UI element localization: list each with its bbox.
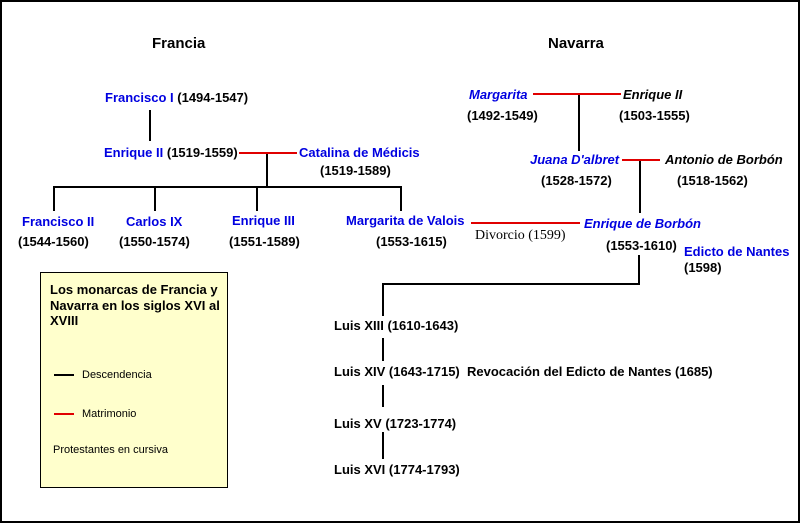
- person-name-catalina-de-medicis: Catalina de Médicis: [299, 145, 420, 160]
- person-dates-catalina-de-medicis: (1519-1589): [320, 163, 391, 178]
- person-dates-carlos-ix: (1550-1574): [119, 234, 190, 249]
- legend-marriage-label: Matrimonio: [82, 408, 137, 420]
- person-dates: (1494-1547): [177, 90, 249, 105]
- person-dates-francisco-ii: (1544-1560): [18, 234, 89, 249]
- person-name: Luis XIII: [334, 318, 384, 333]
- region-title-navarra: Navarra: [548, 35, 604, 52]
- legend-descent-line-sample: [54, 374, 74, 376]
- person-luis-xvi: Luis XVI (1774-1793): [334, 462, 460, 478]
- marriage-line-valois-borbon: [471, 222, 580, 224]
- descent-line-francisco-i-to-enrique-ii: [149, 110, 151, 141]
- descent-drop-carlos-ix: [154, 186, 156, 211]
- descent-line-to-juana-dalbret: [578, 95, 580, 151]
- legend-box: [40, 272, 228, 488]
- marriage-line-enrique-ii-catalina: [239, 152, 297, 154]
- person-name-juana-dalbret: Juana D'albret: [530, 152, 620, 167]
- person-francisco-i: Francisco I (1494-1547): [105, 90, 249, 106]
- person-name-margarita-navarra: Margarita: [469, 87, 528, 102]
- descent-line-marriage-to-children: [266, 154, 268, 187]
- person-name-carlos-ix: Carlos IX: [126, 214, 183, 229]
- person-luis-xiii: Luis XIII (1610-1643): [334, 318, 459, 334]
- descent-line-luis-xiii-to-xiv: [382, 338, 384, 361]
- legend-title: Los monarcas de Francia y Navarra en los…: [50, 282, 220, 329]
- person-dates-enrique-ii-navarra: (1503-1555): [619, 108, 690, 123]
- annotation-divorcio: Divorcio (1599): [475, 228, 566, 243]
- person-dates-antonio-de-borbon: (1518-1562): [677, 173, 748, 188]
- person-name: Luis XVI: [334, 462, 386, 477]
- person-dates-margarita-navarra: (1492-1549): [467, 108, 538, 123]
- descent-drop-margarita-de-valois: [400, 186, 402, 211]
- region-title-francia: Francia: [152, 35, 206, 52]
- annotation-edicto-de-nantes: Edicto de Nantes: [684, 244, 790, 259]
- person-name-antonio-de-borbon: Antonio de Borbón: [665, 152, 783, 167]
- person-name-francisco-ii: Francisco II: [22, 214, 95, 229]
- descent-line-siblings: [53, 186, 402, 188]
- descent-drop-enrique-iii: [256, 186, 258, 211]
- descent-elbow-to-luis-xiii: [382, 283, 640, 285]
- marriage-line-margarita-enrique-ii: [533, 93, 621, 95]
- descent-drop-luis-xiii: [382, 283, 384, 316]
- person-name: Luis XV: [334, 416, 382, 431]
- person-name-enrique-iii: Enrique III: [232, 213, 295, 228]
- person-dates-juana-dalbret: (1528-1572): [541, 173, 612, 188]
- legend-marriage-line-sample: [54, 413, 74, 415]
- person-name-enrique-de-borbon: Enrique de Borbón: [584, 216, 701, 231]
- descent-line-luis-xv-to-xvi: [382, 432, 384, 459]
- legend-note: Protestantes en cursiva: [53, 444, 168, 456]
- person-name-enrique-ii-navarra: Enrique II: [623, 87, 683, 102]
- person-dates: (1723-1774): [385, 416, 457, 431]
- person-dates: (1643-1715): [388, 364, 460, 379]
- person-enrique-ii-francia: Enrique II (1519-1559): [104, 145, 238, 161]
- descent-line-from-enrique-de-borbon: [638, 255, 640, 284]
- person-dates-enrique-de-borbon: (1553-1610): [606, 238, 677, 253]
- person-name-margarita-de-valois: Margarita de Valois: [346, 213, 465, 228]
- person-dates-enrique-iii: (1551-1589): [229, 234, 300, 249]
- marriage-line-juana-antonio: [622, 159, 660, 161]
- person-dates: (1610-1643): [387, 318, 459, 333]
- person-name: Enrique II: [104, 145, 164, 160]
- person-luis-xv: Luis XV (1723-1774): [334, 416, 457, 432]
- legend-descent-label: Descendencia: [82, 369, 152, 381]
- person-name: Luis XIV: [334, 364, 386, 379]
- person-dates: (1519-1559): [166, 145, 238, 160]
- person-name: Francisco I: [105, 90, 174, 105]
- annotation-edicto-de-nantes-date: (1598): [684, 260, 722, 275]
- descent-drop-francisco-ii: [53, 186, 55, 211]
- descent-line-luis-xiv-to-xv: [382, 385, 384, 407]
- annotation-revocacion: Revocación del Edicto de Nantes (1685): [467, 364, 713, 379]
- person-dates-margarita-de-valois: (1553-1615): [376, 234, 447, 249]
- person-dates: (1774-1793): [388, 462, 460, 477]
- descent-line-to-enrique-de-borbon: [639, 161, 641, 213]
- person-luis-xiv: Luis XIV (1643-1715): [334, 364, 460, 380]
